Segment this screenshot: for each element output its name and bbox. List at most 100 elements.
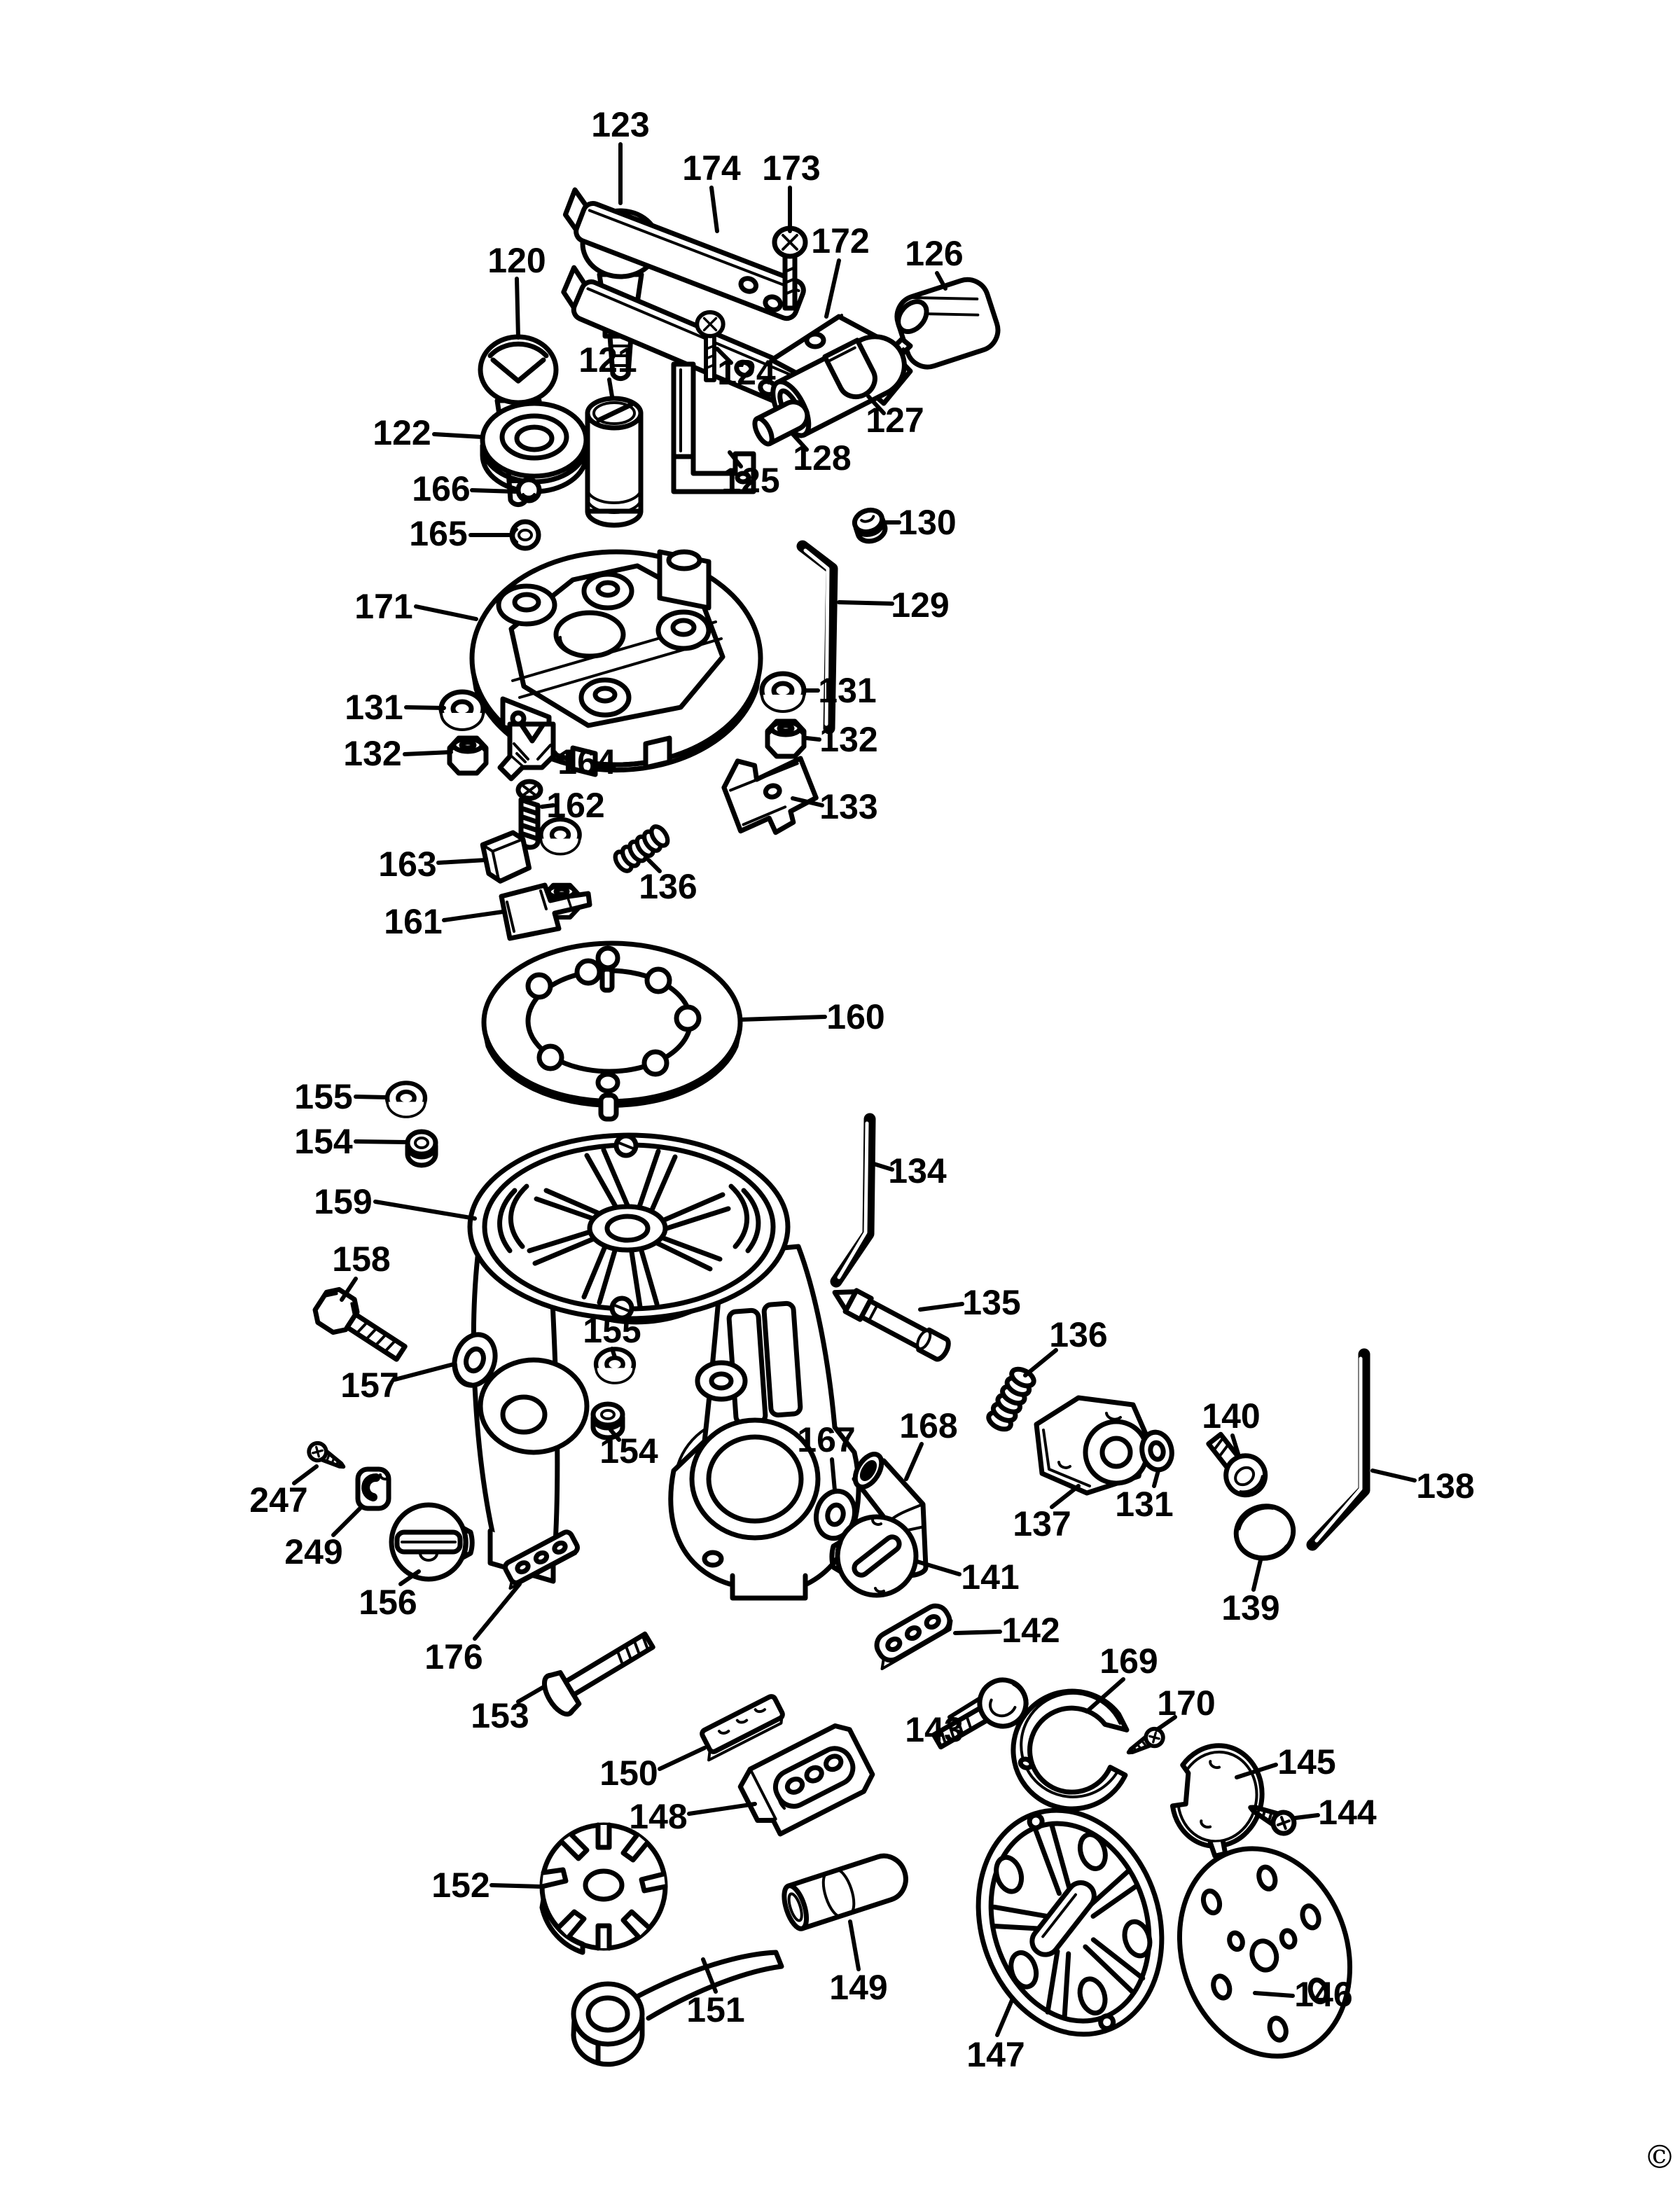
part-159-shape	[467, 1132, 861, 1601]
part-label-141: 141	[961, 1557, 1019, 1597]
part-label-155-mid: 155	[583, 1311, 641, 1350]
leader-138	[1370, 1468, 1417, 1483]
leader-149	[848, 1919, 861, 1971]
part-141-shape	[829, 1514, 919, 1598]
leader-159	[373, 1200, 477, 1221]
leader-134	[872, 1162, 894, 1172]
part-label-139: 139	[1221, 1588, 1279, 1627]
leader-125	[728, 450, 743, 468]
leader-156	[398, 1569, 421, 1586]
part-142-shape	[874, 1603, 953, 1671]
leader-148	[687, 1802, 757, 1816]
part-164-shape	[497, 721, 556, 782]
part-label-172: 172	[811, 221, 869, 261]
part-label-130: 130	[898, 503, 956, 542]
part-label-169: 169	[1099, 1641, 1158, 1681]
leader-131-lower	[1152, 1468, 1160, 1488]
part-label-171: 171	[354, 587, 412, 626]
part-150-shape	[700, 1694, 785, 1762]
part-label-155-left: 155	[294, 1077, 352, 1116]
part-label-142: 142	[1001, 1611, 1060, 1650]
leader-136-upper	[646, 858, 662, 873]
part-label-161: 161	[384, 902, 442, 941]
leader-154-mid	[609, 1428, 621, 1442]
leader-127	[866, 394, 886, 415]
part-131-left-shape	[441, 692, 483, 730]
part-176-shape	[503, 1529, 580, 1590]
leader-163	[436, 858, 488, 865]
part-label-126: 126	[905, 234, 963, 273]
part-label-140: 140	[1202, 1396, 1260, 1436]
part-132-left-shape	[450, 738, 486, 773]
part-label-136-right: 136	[1049, 1315, 1107, 1354]
leader-168	[904, 1442, 924, 1481]
part-label-173: 173	[762, 148, 820, 188]
leader-167	[830, 1457, 837, 1492]
part-158-shape	[312, 1286, 408, 1362]
part-166-shape	[515, 477, 542, 504]
leader-153	[516, 1684, 547, 1704]
part-135-shape	[832, 1288, 951, 1362]
leader-161	[442, 910, 505, 922]
part-140-shape	[1206, 1431, 1268, 1498]
part-label-156: 156	[359, 1583, 417, 1622]
leader-143	[947, 1697, 981, 1719]
leader-150	[658, 1746, 707, 1771]
part-label-133: 133	[819, 787, 877, 826]
leader-128	[791, 432, 809, 452]
part-label-131-left: 131	[345, 688, 403, 727]
part-label-150: 150	[599, 1754, 658, 1793]
leader-162	[540, 803, 555, 809]
part-label-127: 127	[866, 401, 924, 440]
part-167-shape	[814, 1488, 857, 1541]
part-label-135: 135	[962, 1283, 1020, 1322]
leader-131-left	[404, 705, 446, 710]
part-131-right-shape	[762, 674, 804, 711]
part-label-123: 123	[591, 105, 649, 144]
part-label-131-right: 131	[818, 671, 876, 710]
part-152-shape	[539, 1822, 668, 1955]
leader-169	[1085, 1677, 1125, 1714]
part-145-shape	[1169, 1743, 1265, 1859]
part-label-157: 157	[340, 1366, 398, 1405]
leader-247	[292, 1464, 319, 1485]
part-label-144: 144	[1318, 1793, 1377, 1832]
part-label-132-left: 132	[343, 734, 401, 773]
part-154-left-shape	[405, 1129, 438, 1168]
part-154-mid-shape	[590, 1401, 625, 1440]
leader-249	[331, 1505, 363, 1537]
leader-145	[1235, 1763, 1278, 1779]
part-label-136-upper: 136	[639, 867, 697, 906]
part-170-shape	[1124, 1726, 1166, 1760]
part-label-124: 124	[717, 353, 776, 392]
part-148-shape	[737, 1723, 875, 1837]
leader-129	[837, 600, 894, 606]
leader-132-right	[805, 736, 821, 742]
part-156-shape	[389, 1502, 475, 1582]
part-169-shape	[1011, 1688, 1130, 1812]
part-label-151: 151	[686, 1990, 744, 2029]
part-125-shape	[671, 361, 756, 494]
part-label-170: 170	[1157, 1683, 1215, 1723]
part-label-145: 145	[1277, 1742, 1335, 1782]
part-label-160: 160	[826, 997, 884, 1036]
part-label-154-mid: 154	[599, 1431, 658, 1471]
part-label-153: 153	[471, 1696, 529, 1735]
part-label-129: 129	[891, 585, 949, 625]
part-138-core	[1314, 1356, 1363, 1543]
part-171-shape	[469, 549, 763, 777]
leader-172	[824, 258, 841, 319]
part-label-125: 125	[721, 461, 779, 500]
part-153-shape	[542, 1631, 655, 1717]
part-132-right-shape	[768, 721, 804, 756]
part-label-132-right: 132	[819, 720, 877, 759]
leader-158	[340, 1277, 358, 1302]
part-149-shape	[782, 1853, 908, 1931]
part-label-143: 143	[905, 1710, 963, 1749]
part-139-shape	[1233, 1504, 1296, 1561]
leader-144	[1293, 1813, 1320, 1820]
part-label-121: 121	[578, 340, 637, 380]
part-131-lower-shape	[1139, 1429, 1174, 1473]
